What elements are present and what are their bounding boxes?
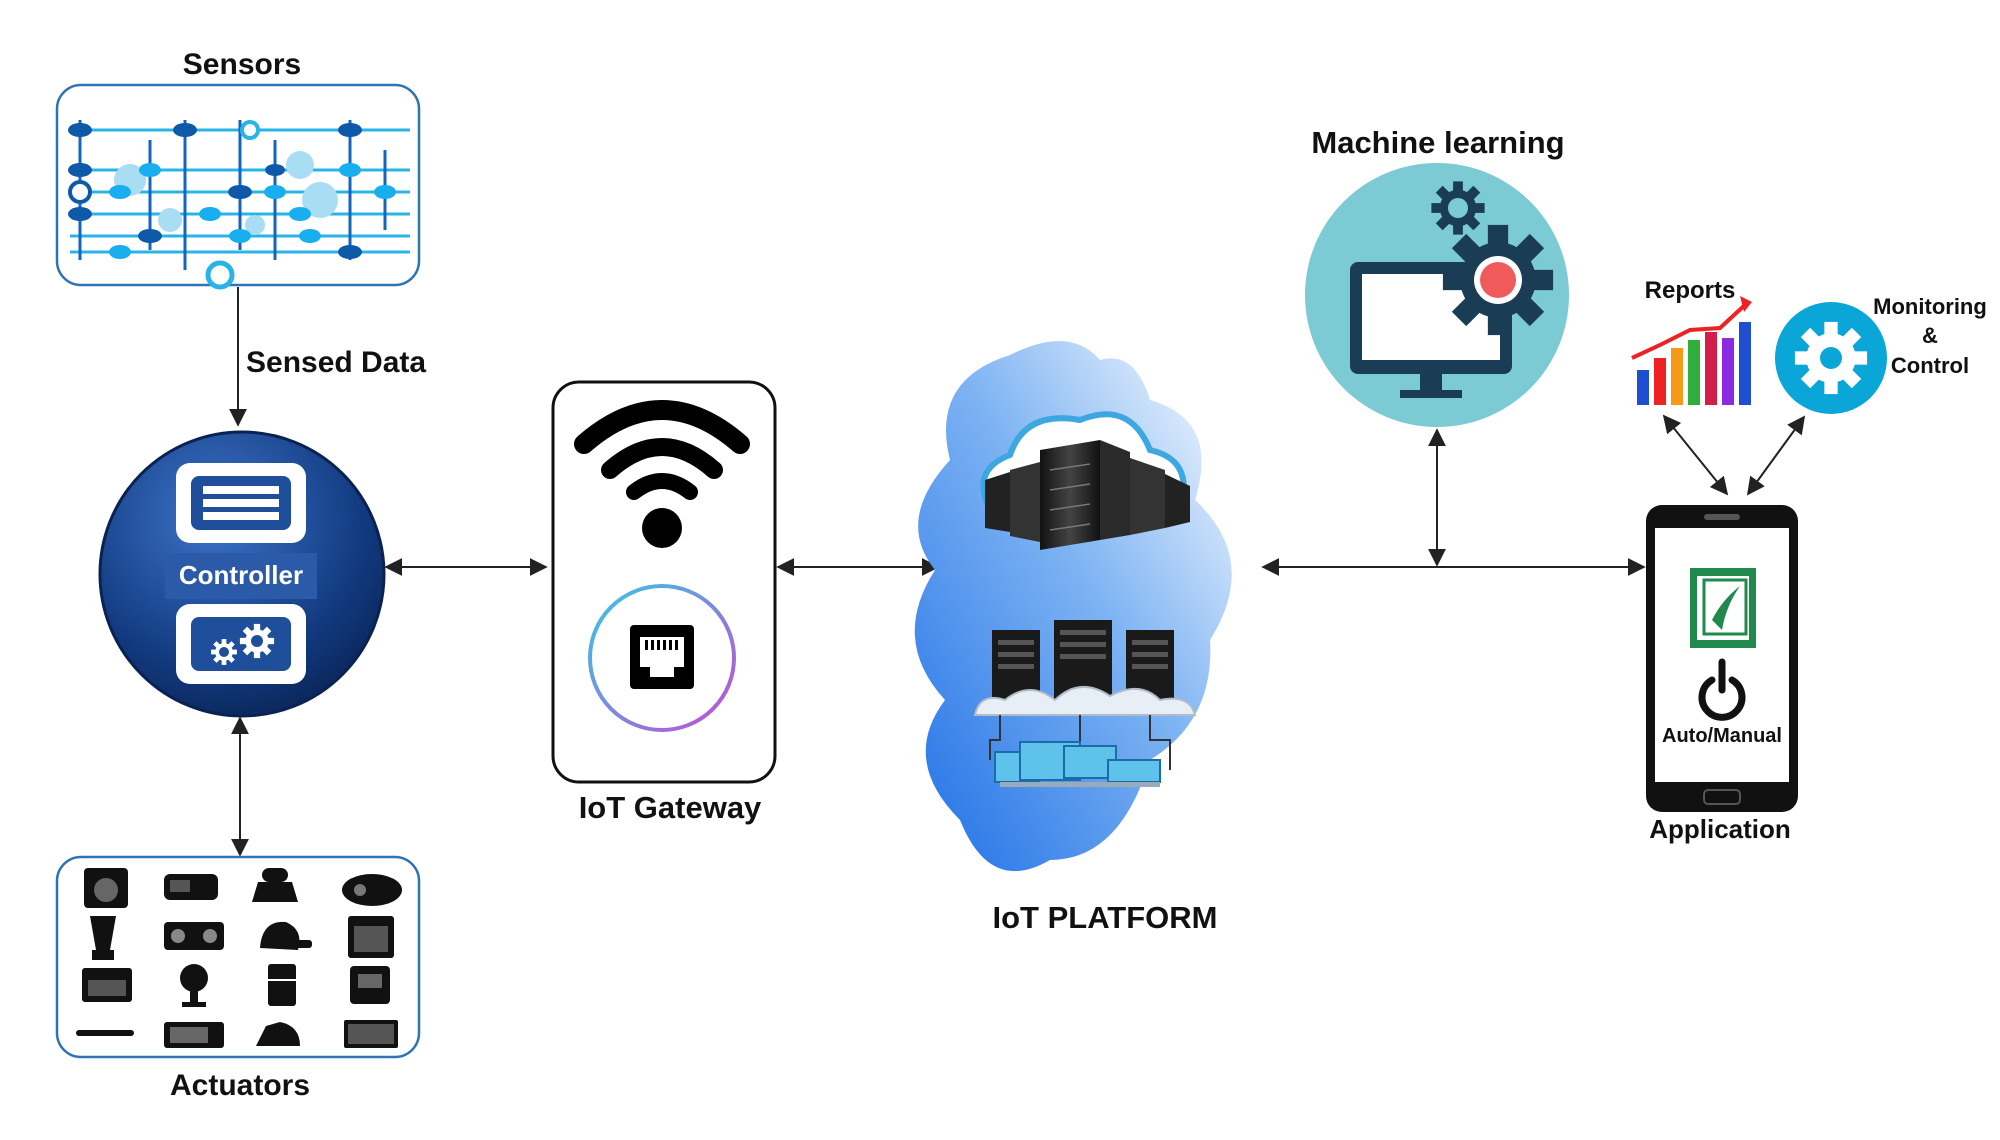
iot-platform-title: IoT PLATFORM (993, 900, 1218, 935)
actuators-title: Actuators (170, 1069, 310, 1102)
app-reports-arrow (1662, 414, 1729, 496)
iot-gateway-title: IoT Gateway (579, 790, 762, 825)
monitoring-control-node (1775, 302, 1887, 414)
app-logo-icon (1690, 568, 1756, 648)
reports-title: Reports (1645, 277, 1736, 304)
controller-label: Controller (179, 560, 303, 590)
auto-manual-label: Auto/Manual (1662, 725, 1782, 747)
iot-platform-node (914, 341, 1232, 872)
monitor-gear-icon (1350, 181, 1554, 398)
sensed-data-label: Sensed Data (246, 346, 426, 379)
app-monitoring-arrow (1746, 415, 1806, 496)
controller-icon (165, 463, 317, 684)
monitoring-label-line3: Control (1891, 353, 1969, 378)
machine-learning-title: Machine learning (1311, 125, 1564, 160)
circuit-board-icon (68, 120, 410, 290)
appliances-icon (76, 868, 402, 1048)
data-center-icon (973, 620, 1197, 787)
monitoring-label-line1: Monitoring (1873, 294, 1987, 319)
machine-learning-node (1305, 163, 1569, 427)
smartphone-icon (1646, 505, 1798, 812)
ethernet-icon (588, 584, 736, 732)
wifi-icon (574, 400, 750, 548)
cloud-server-icon (980, 411, 1190, 550)
monitoring-label-line2: & (1922, 323, 1938, 348)
sensors-title: Sensors (183, 48, 301, 81)
application-title: Application (1649, 814, 1791, 844)
bar-chart-icon (1631, 296, 1752, 405)
controller-node: Controller (98, 430, 386, 718)
actuators-panel (55, 855, 421, 1059)
sensors-panel (55, 83, 421, 290)
iot-gateway-node (551, 380, 777, 784)
power-icon (1698, 658, 1746, 721)
